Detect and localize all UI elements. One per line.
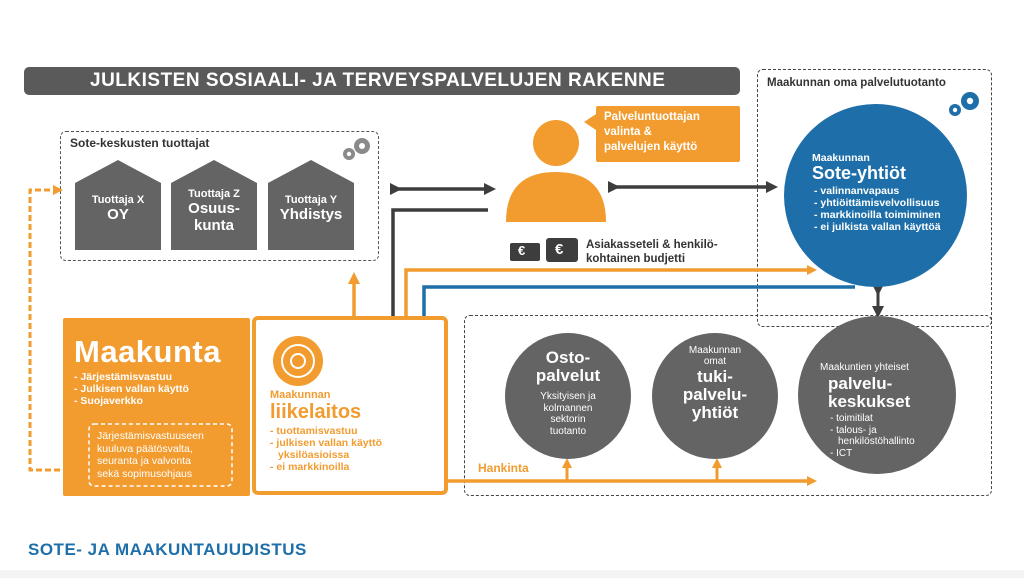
- producer-y: Tuottaja Y Yhdistys: [268, 194, 354, 223]
- maakunta-box-line: sekä sopimusohjaus: [97, 467, 193, 480]
- osto-sub-line: kolmannen: [543, 402, 593, 414]
- gear-icon-blue: [949, 92, 979, 116]
- liikelaitos-list: - tuottamisvastuu - julkisen vallan käyt…: [270, 425, 382, 473]
- hankinta-label: Hankinta: [478, 461, 529, 475]
- osto-title-2: palvelut: [535, 366, 601, 385]
- sote-company-title: Sote-yhtiöt: [812, 163, 906, 183]
- tuki-title-1: tuki-: [697, 367, 733, 386]
- sote-item: - ei julkista vallan käyttöä: [814, 221, 941, 234]
- producer-x-name: Tuottaja X: [91, 194, 145, 206]
- keskukset-item: - ICT: [830, 447, 853, 459]
- liikelaitos-item: - ei markkinoilla: [270, 461, 350, 474]
- liikelaitos-small: Maakunnan: [270, 389, 331, 401]
- sote-item: - valinnanvapaus: [814, 185, 900, 197]
- gear-icon-gray: [343, 138, 370, 160]
- keskukset-list: - toimitilat - talous- ja henkilöstöhall…: [830, 413, 915, 459]
- keskukset-item: - toimitilat: [830, 413, 873, 424]
- own-production-heading: Maakunnan oma palvelutuotanto: [767, 77, 946, 89]
- maakunta-item: - Järjestämisvastuu: [74, 371, 173, 383]
- sote-company-small: Maakunnan: [812, 152, 870, 164]
- osto-sub-line: sektorin: [550, 414, 586, 425]
- keskukset-title: palvelu- keskukset: [828, 375, 910, 411]
- house-x: [75, 160, 161, 250]
- liikelaitos-item: - tuottamisvastuu: [270, 425, 358, 437]
- keskukset-small: Maakuntien yhteiset: [820, 362, 909, 373]
- osto-sub-line: tuotanto: [549, 425, 587, 437]
- tuki-sub-1: Maakunnan: [688, 345, 742, 356]
- callout-line-2: valinta &: [604, 126, 652, 138]
- producer-z-type-1: Osuus-: [188, 200, 240, 217]
- keskukset-item: - talous- ja: [830, 424, 877, 436]
- tuki-title-2: palvelu-: [682, 385, 748, 404]
- voucher-text: Asiakasseteli & henkilö- kohtainen budje…: [586, 238, 718, 266]
- osto-sub: Yksityisen ja kolmannen sektorin tuotant…: [505, 391, 631, 437]
- maakunta-item: - Suojaverkko: [74, 395, 143, 408]
- callout-line-1: Palveluntuottajan: [604, 111, 700, 123]
- tuki-circle: [652, 333, 778, 459]
- liikelaitos-item: yksilöasioissa: [278, 449, 350, 462]
- voucher-line-2: kohtainen budjetti: [586, 253, 686, 265]
- voucher-line-1: Asiakasseteli & henkilö-: [586, 239, 718, 251]
- euro-note-icon: €: [518, 243, 526, 258]
- osto-circle: [505, 333, 631, 459]
- keskukset-title-1: palvelu-: [828, 374, 893, 393]
- osto-title: Osto- palvelut: [505, 349, 631, 385]
- liikelaitos-title: liikelaitos: [270, 401, 362, 423]
- producer-z: Tuottaja Z Osuus- kunta: [171, 188, 257, 234]
- house-y: [268, 160, 354, 250]
- sote-item: - markkinoilla toimiminen: [814, 209, 941, 222]
- sote-item: - yhtiöittämisvelvollisuus: [814, 197, 940, 210]
- lower-production-box: [464, 315, 992, 496]
- producers-box: [60, 131, 379, 261]
- tuki-sub-2: omat: [703, 356, 727, 367]
- producer-y-type: Yhdistys: [279, 206, 343, 223]
- osto-title-1: Osto-: [545, 348, 591, 367]
- keskukset-title-2: keskukset: [828, 392, 911, 411]
- page-title: JULKISTEN SOSIAALI- JA TERVEYSPALVELUJEN…: [90, 70, 666, 91]
- callout-line-3: palvelujen käyttö: [604, 141, 698, 153]
- footer-strip: [0, 570, 1024, 578]
- maakunta-box-text: Järjestämisvastuuseen kuuluva päätösvalt…: [97, 430, 204, 480]
- choice-callout: Palveluntuottajan valinta & palvelujen k…: [604, 110, 700, 155]
- producer-x-type: OY: [107, 206, 129, 223]
- euro-wallet-icon: €: [555, 241, 564, 258]
- producers-heading: Sote-keskusten tuottajat: [70, 136, 210, 150]
- maakunta-title: Maakunta: [74, 334, 221, 369]
- producer-z-type-2: kunta: [193, 217, 234, 234]
- maakunta-list: - Järjestämisvastuu - Julkisen vallan kä…: [74, 371, 189, 407]
- maakunta-item: - Julkisen vallan käyttö: [74, 383, 189, 396]
- liikelaitos-item: - julkisen vallan käyttö: [270, 437, 383, 450]
- producer-z-name: Tuottaja Z: [188, 188, 240, 200]
- keskukset-circle: [798, 316, 956, 474]
- maakunta-box-line: kuuluva päätösvalta,: [97, 442, 193, 455]
- maakunta-box-line: Järjestämisvastuuseen: [97, 430, 204, 442]
- tuki-title-3: yhtiöt: [691, 403, 739, 422]
- sote-company-list: - valinnanvapaus - yhtiöittämisvelvollis…: [814, 185, 941, 233]
- house-z: [171, 160, 257, 250]
- footer-title: SOTE- JA MAAKUNTAUUDISTUS: [28, 540, 307, 559]
- keskukset-item: henkilöstöhallinto: [838, 436, 915, 447]
- maakunta-box-line: seuranta ja valvonta: [97, 455, 191, 467]
- tuki-title: tuki- palvelu- yhtiöt: [652, 368, 778, 422]
- osto-sub-line: Yksityisen ja: [540, 391, 596, 402]
- producer-x: Tuottaja X OY: [75, 194, 161, 223]
- sote-company-circle: [784, 104, 967, 287]
- tuki-sub: Maakunnan omat: [652, 345, 778, 367]
- title-bar: [24, 67, 740, 95]
- producer-y-name: Tuottaja Y: [284, 194, 338, 206]
